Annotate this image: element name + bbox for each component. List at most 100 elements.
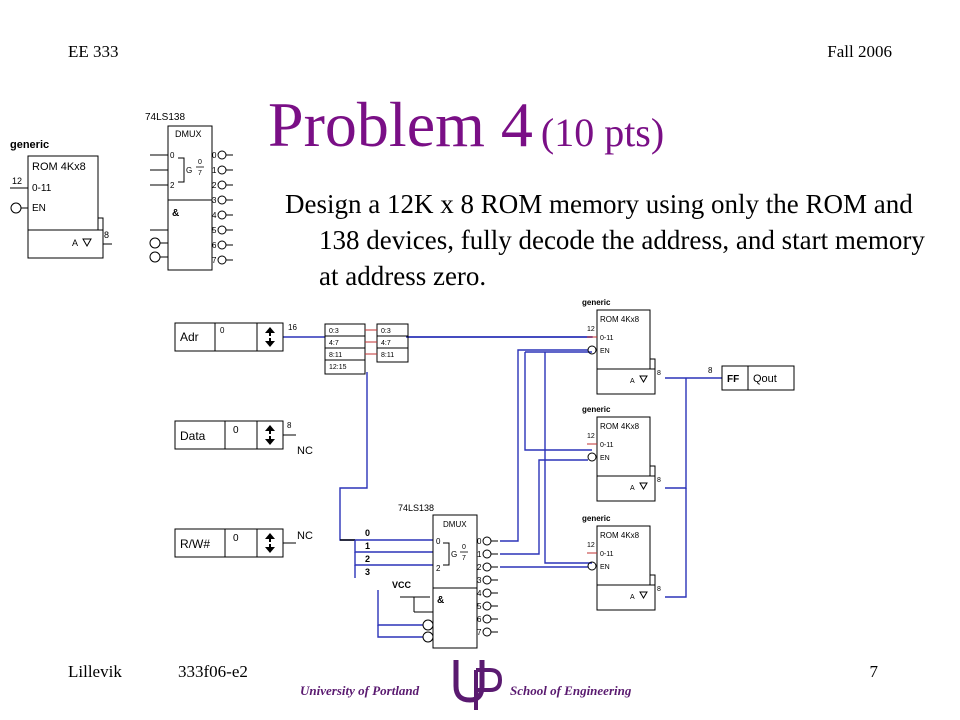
decoder-output-label: 6 — [477, 615, 482, 624]
rom-enable-bubble — [587, 345, 597, 355]
legend-decoder-output-bubble — [217, 165, 227, 175]
legend-decoder-g-bot: 7 — [198, 170, 202, 177]
decoder-g-bot: 7 — [462, 555, 466, 562]
legend-decoder-part: 74LS138 — [145, 112, 185, 123]
bit-label-3: 3 — [365, 567, 370, 577]
select-bit-labels: 0 1 2 3 VCC — [365, 528, 412, 590]
decoder-output-bubble — [482, 601, 492, 611]
rom-enable-bubble — [587, 561, 597, 571]
legend-decoder-output-bubble — [217, 210, 227, 220]
rom-output-section — [596, 475, 656, 502]
problem-statement: Design a 12K x 8 ROM memory using only t… — [285, 189, 925, 291]
splitter-in-label: 12:15 — [329, 364, 347, 371]
legend-decoder-name: DMUX — [175, 129, 202, 139]
footer-author: Lillevik — [68, 662, 122, 681]
legend-rom: generic ROM 4Kx8 12 0-11 EN A 8 — [10, 139, 112, 259]
legend-decoder-g-top: 0 — [198, 159, 202, 166]
rom-name: ROM 4Kx8 — [600, 315, 640, 324]
bit-label-0: 0 — [365, 528, 370, 538]
rom-enable: EN — [600, 564, 610, 571]
rom-name: ROM 4Kx8 — [600, 422, 640, 431]
data-label: Data — [180, 429, 206, 443]
rw-nc: NC — [297, 530, 313, 542]
decoder-output-label: 5 — [477, 602, 482, 611]
decoder-output-bubble — [482, 549, 492, 559]
rom-out-label: A — [630, 485, 635, 492]
legend-decoder-output-bubble — [217, 240, 227, 250]
rom-addr-range: 0-11 — [600, 551, 614, 558]
rw-label: R/W# — [180, 537, 210, 551]
decoder-output-label: 1 — [477, 550, 482, 559]
university-name: University of Portland — [300, 683, 420, 698]
splitter-out-label: 0:3 — [381, 328, 391, 335]
rom-out-label: A — [630, 594, 635, 601]
rom-in-width: 12 — [587, 433, 595, 440]
bit-label-1: 1 — [365, 541, 370, 551]
legend-rom-out-width: 8 — [104, 230, 109, 240]
ff-label: FF — [727, 374, 739, 385]
ff-output: 8 FF Qout — [708, 365, 795, 391]
legend-decoder-output-bubble — [217, 255, 227, 265]
legend-rom-enable: EN — [32, 203, 46, 214]
decoder-output-bubble — [482, 536, 492, 546]
rom-notch — [649, 465, 656, 477]
decoder-g-top: 0 — [462, 544, 466, 551]
rom-notch — [649, 358, 656, 370]
splitter-out-label: 4:7 — [381, 340, 391, 347]
rom-output-section — [596, 584, 656, 611]
legend-decoder-output-label: 2 — [212, 181, 217, 190]
rom-out-width: 8 — [657, 586, 661, 593]
decoder-output-label: 7 — [477, 628, 482, 637]
decoder-g: G — [451, 550, 457, 559]
rw-input: R/W# 0 NC — [174, 528, 313, 558]
decoder-name: DMUX — [443, 520, 467, 529]
data-nc: NC — [297, 445, 313, 457]
school-name: School of Engineering — [510, 683, 632, 698]
decoder-output-bubble — [482, 562, 492, 572]
legend-rom-name: ROM 4Kx8 — [32, 161, 86, 173]
legend-decoder-output-label: 7 — [212, 256, 217, 265]
rom-clock-icon — [639, 482, 648, 490]
rom-out-width: 8 — [657, 477, 661, 484]
bit-label-2: 2 — [365, 554, 370, 564]
data-value: 0 — [233, 425, 239, 436]
adr-width-label: 16 — [288, 323, 297, 332]
page-number: 7 — [869, 662, 879, 681]
page-title: Problem 4 (10 pts) — [268, 88, 664, 162]
legend-rom-caption: generic — [10, 139, 49, 151]
legend-decoder-sel2: 2 — [170, 181, 175, 190]
splitter-in-label: 8:11 — [329, 352, 342, 359]
decoder-output-label: 4 — [477, 589, 482, 598]
vcc-label: VCC — [392, 580, 412, 590]
decoder-sel0: 0 — [436, 537, 441, 546]
splitter-out-label: 8:11 — [381, 352, 394, 359]
legend-decoder-output-label: 0 — [212, 151, 217, 160]
rom-clock-icon — [639, 591, 648, 599]
legend-decoder-g: G — [186, 166, 192, 175]
legend-decoder-output-bubble — [217, 180, 227, 190]
rom-enable: EN — [600, 455, 610, 462]
data-input: Data 0 8 NC — [174, 420, 313, 457]
adr-input: Adr 0 — [174, 322, 284, 352]
legend-decoder-output-label: 6 — [212, 241, 217, 250]
legend-decoder-sel0: 0 — [170, 151, 175, 160]
decoder-output-label: 2 — [477, 563, 482, 572]
data-width-label: 8 — [287, 421, 292, 430]
legend-rom-in-width: 12 — [12, 176, 22, 186]
rom-in-width: 12 — [587, 542, 595, 549]
rom-caption: generic — [582, 405, 611, 414]
term-label: Fall 2006 — [827, 42, 892, 61]
course-code: EE 333 — [68, 42, 119, 61]
decoder-and: & — [437, 595, 444, 606]
legend-rom-out-label: A — [72, 238, 78, 248]
rom-enable-bubble — [587, 452, 597, 462]
legend-decoder-and: & — [172, 208, 179, 219]
rom-addr-range: 0-11 — [600, 442, 614, 449]
rom-addr-range: 0-11 — [600, 335, 614, 342]
